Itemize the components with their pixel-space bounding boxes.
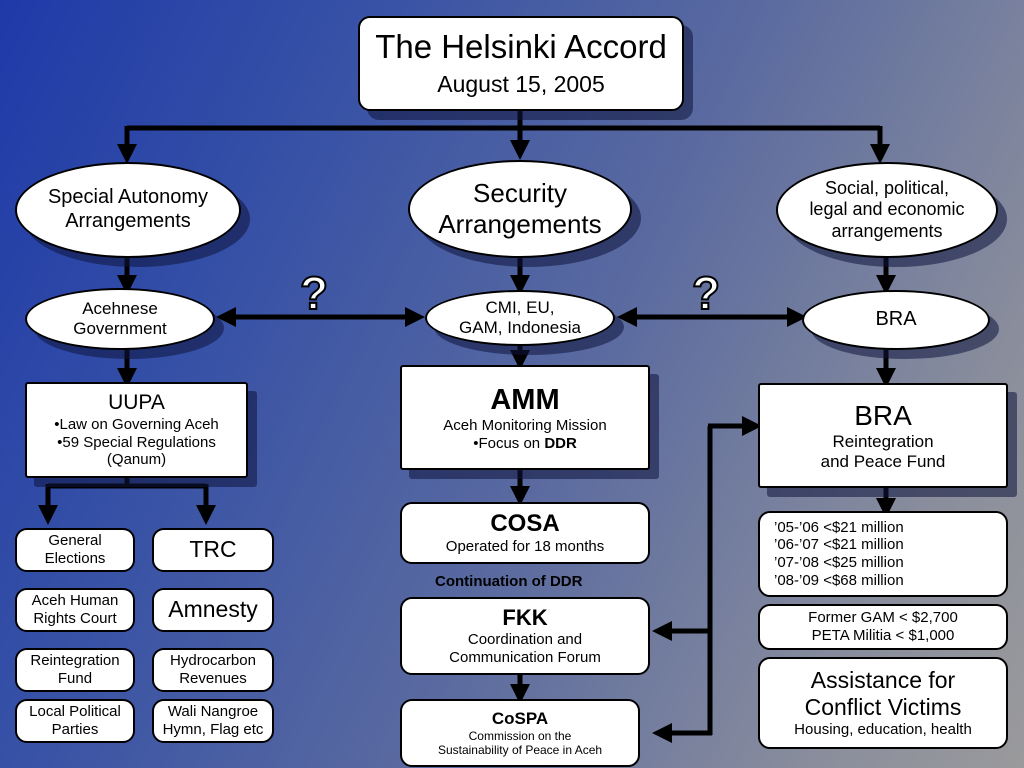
local-political-parties-box: Local Political Parties bbox=[15, 699, 135, 743]
output-line2: Hymn, Flag etc bbox=[162, 721, 264, 738]
acehnese-line2: Government bbox=[73, 319, 167, 338]
general-elections-box: General Elections bbox=[15, 528, 135, 572]
security-line1: Security bbox=[473, 178, 567, 209]
cospa-title: CoSPA bbox=[491, 708, 549, 728]
output-line1: General bbox=[48, 532, 102, 550]
security-node: Security Arrangements bbox=[408, 160, 632, 258]
budget-item: ’05-’06 <$21 million bbox=[774, 518, 904, 536]
cmi-line1: CMI, EU, bbox=[485, 297, 555, 317]
amnesty-box: Amnesty bbox=[152, 588, 274, 632]
social-line2: legal and economic bbox=[809, 199, 965, 220]
amm-box: AMM Aceh Monitoring Mission •Focus on DD… bbox=[400, 365, 650, 470]
fkk-line2: Communication Forum bbox=[449, 648, 601, 666]
bra-fund-title: BRA bbox=[854, 399, 912, 431]
title-date: August 15, 2005 bbox=[437, 71, 605, 98]
cosa-subtitle: Operated for 18 months bbox=[445, 538, 605, 556]
budget-item: ’07-’08 <$25 million bbox=[774, 554, 904, 571]
amm-focus: •Focus on DDR bbox=[473, 435, 577, 453]
bra-fund-box: BRA Reintegration and Peace Fund bbox=[758, 383, 1008, 488]
output-line2: Revenues bbox=[179, 670, 247, 687]
output-line2: Elections bbox=[44, 550, 106, 567]
output-line1: Local Political bbox=[29, 703, 121, 721]
cosa-box: COSA Operated for 18 months bbox=[400, 502, 650, 564]
output-line2: Fund bbox=[57, 670, 93, 687]
cosa-title: COSA bbox=[490, 510, 560, 537]
payment-item: Former GAM < $2,700 bbox=[808, 609, 958, 627]
output-line2: Rights Court bbox=[33, 610, 117, 627]
output-line1: Aceh Human bbox=[31, 592, 119, 610]
wali-nangroe-box: Wali Nangroe Hymn, Flag etc bbox=[152, 699, 274, 743]
aceh-human-rights-court-box: Aceh Human Rights Court bbox=[15, 588, 135, 632]
payment-item: PETA Militia < $1,000 bbox=[811, 627, 955, 644]
output-line2: Parties bbox=[51, 721, 99, 738]
bra-fund-line1: Reintegration bbox=[832, 431, 934, 451]
bra-actor-node: BRA bbox=[802, 290, 990, 350]
bra-actor-label: BRA bbox=[875, 308, 917, 331]
output-line1: TRC bbox=[189, 536, 237, 563]
social-line3: arrangements bbox=[831, 220, 943, 241]
security-line2: Arrangements bbox=[438, 209, 602, 239]
cospa-line2: Sustainability of Peace in Aceh bbox=[437, 743, 603, 758]
output-line1: Reintegration bbox=[30, 652, 120, 670]
social-line1: Social, political, bbox=[824, 178, 950, 199]
bra-fund-line2: and Peace Fund bbox=[820, 452, 946, 472]
acehnese-line1: Acehnese bbox=[82, 298, 158, 318]
special-autonomy-node: Special Autonomy Arrangements bbox=[15, 162, 241, 258]
question-mark-left: ? bbox=[299, 267, 329, 319]
amm-focus-prefix: •Focus on bbox=[473, 434, 545, 452]
reintegration-fund-box: Reintegration Fund bbox=[15, 648, 135, 692]
uupa-item: (Qanum) bbox=[106, 451, 167, 469]
amm-title: AMM bbox=[490, 383, 560, 416]
payments-box: Former GAM < $2,700 PETA Militia < $1,00… bbox=[758, 604, 1008, 650]
cmi-line2: GAM, Indonesia bbox=[459, 318, 581, 337]
cmi-eu-node: CMI, EU, GAM, Indonesia bbox=[425, 290, 615, 346]
uupa-item: •59 Special Regulations bbox=[57, 433, 216, 451]
cospa-box: CoSPA Commission on the Sustainability o… bbox=[400, 699, 640, 767]
amm-focus-ddr: DDR bbox=[544, 434, 577, 452]
fkk-line1: Coordination and bbox=[467, 631, 583, 649]
uupa-title: UUPA bbox=[108, 391, 165, 415]
title-main: The Helsinki Accord bbox=[375, 28, 667, 66]
uupa-box: UUPA •Law on Governing Aceh •59 Special … bbox=[25, 382, 248, 478]
cospa-line1: Commission on the bbox=[468, 728, 572, 743]
question-mark-right: ? bbox=[691, 267, 721, 319]
trc-box: TRC bbox=[152, 528, 274, 572]
assistance-line3: Housing, education, health bbox=[794, 721, 972, 739]
title-box: The Helsinki Accord August 15, 2005 bbox=[358, 16, 684, 111]
output-line1: Wali Nangroe bbox=[167, 703, 259, 721]
social-political-node: Social, political, legal and economic ar… bbox=[776, 162, 998, 258]
fkk-box: FKK Coordination and Communication Forum bbox=[400, 597, 650, 675]
special-autonomy-line2: Arrangements bbox=[65, 210, 191, 232]
budget-item: ’08-’09 <$68 million bbox=[774, 571, 904, 589]
assistance-line2: Conflict Victims bbox=[804, 694, 962, 721]
budget-box: ’05-’06 <$21 million ’06-’07 <$21 millio… bbox=[758, 511, 1008, 597]
continuation-of-ddr-note: Continuation of DDR bbox=[435, 573, 583, 590]
assistance-box: Assistance for Conflict Victims Housing,… bbox=[758, 657, 1008, 749]
special-autonomy-line1: Special Autonomy bbox=[47, 186, 209, 209]
budget-item: ’06-’07 <$21 million bbox=[774, 536, 904, 554]
amm-subtitle: Aceh Monitoring Mission bbox=[443, 416, 607, 434]
acehnese-government-node: Acehnese Government bbox=[25, 288, 215, 350]
output-line1: Hydrocarbon bbox=[170, 652, 256, 670]
output-line1: Amnesty bbox=[168, 596, 258, 623]
assistance-line1: Assistance for bbox=[810, 667, 956, 694]
fkk-title: FKK bbox=[502, 605, 548, 631]
hydrocarbon-revenues-box: Hydrocarbon Revenues bbox=[152, 648, 274, 692]
uupa-item: •Law on Governing Aceh bbox=[54, 415, 219, 433]
